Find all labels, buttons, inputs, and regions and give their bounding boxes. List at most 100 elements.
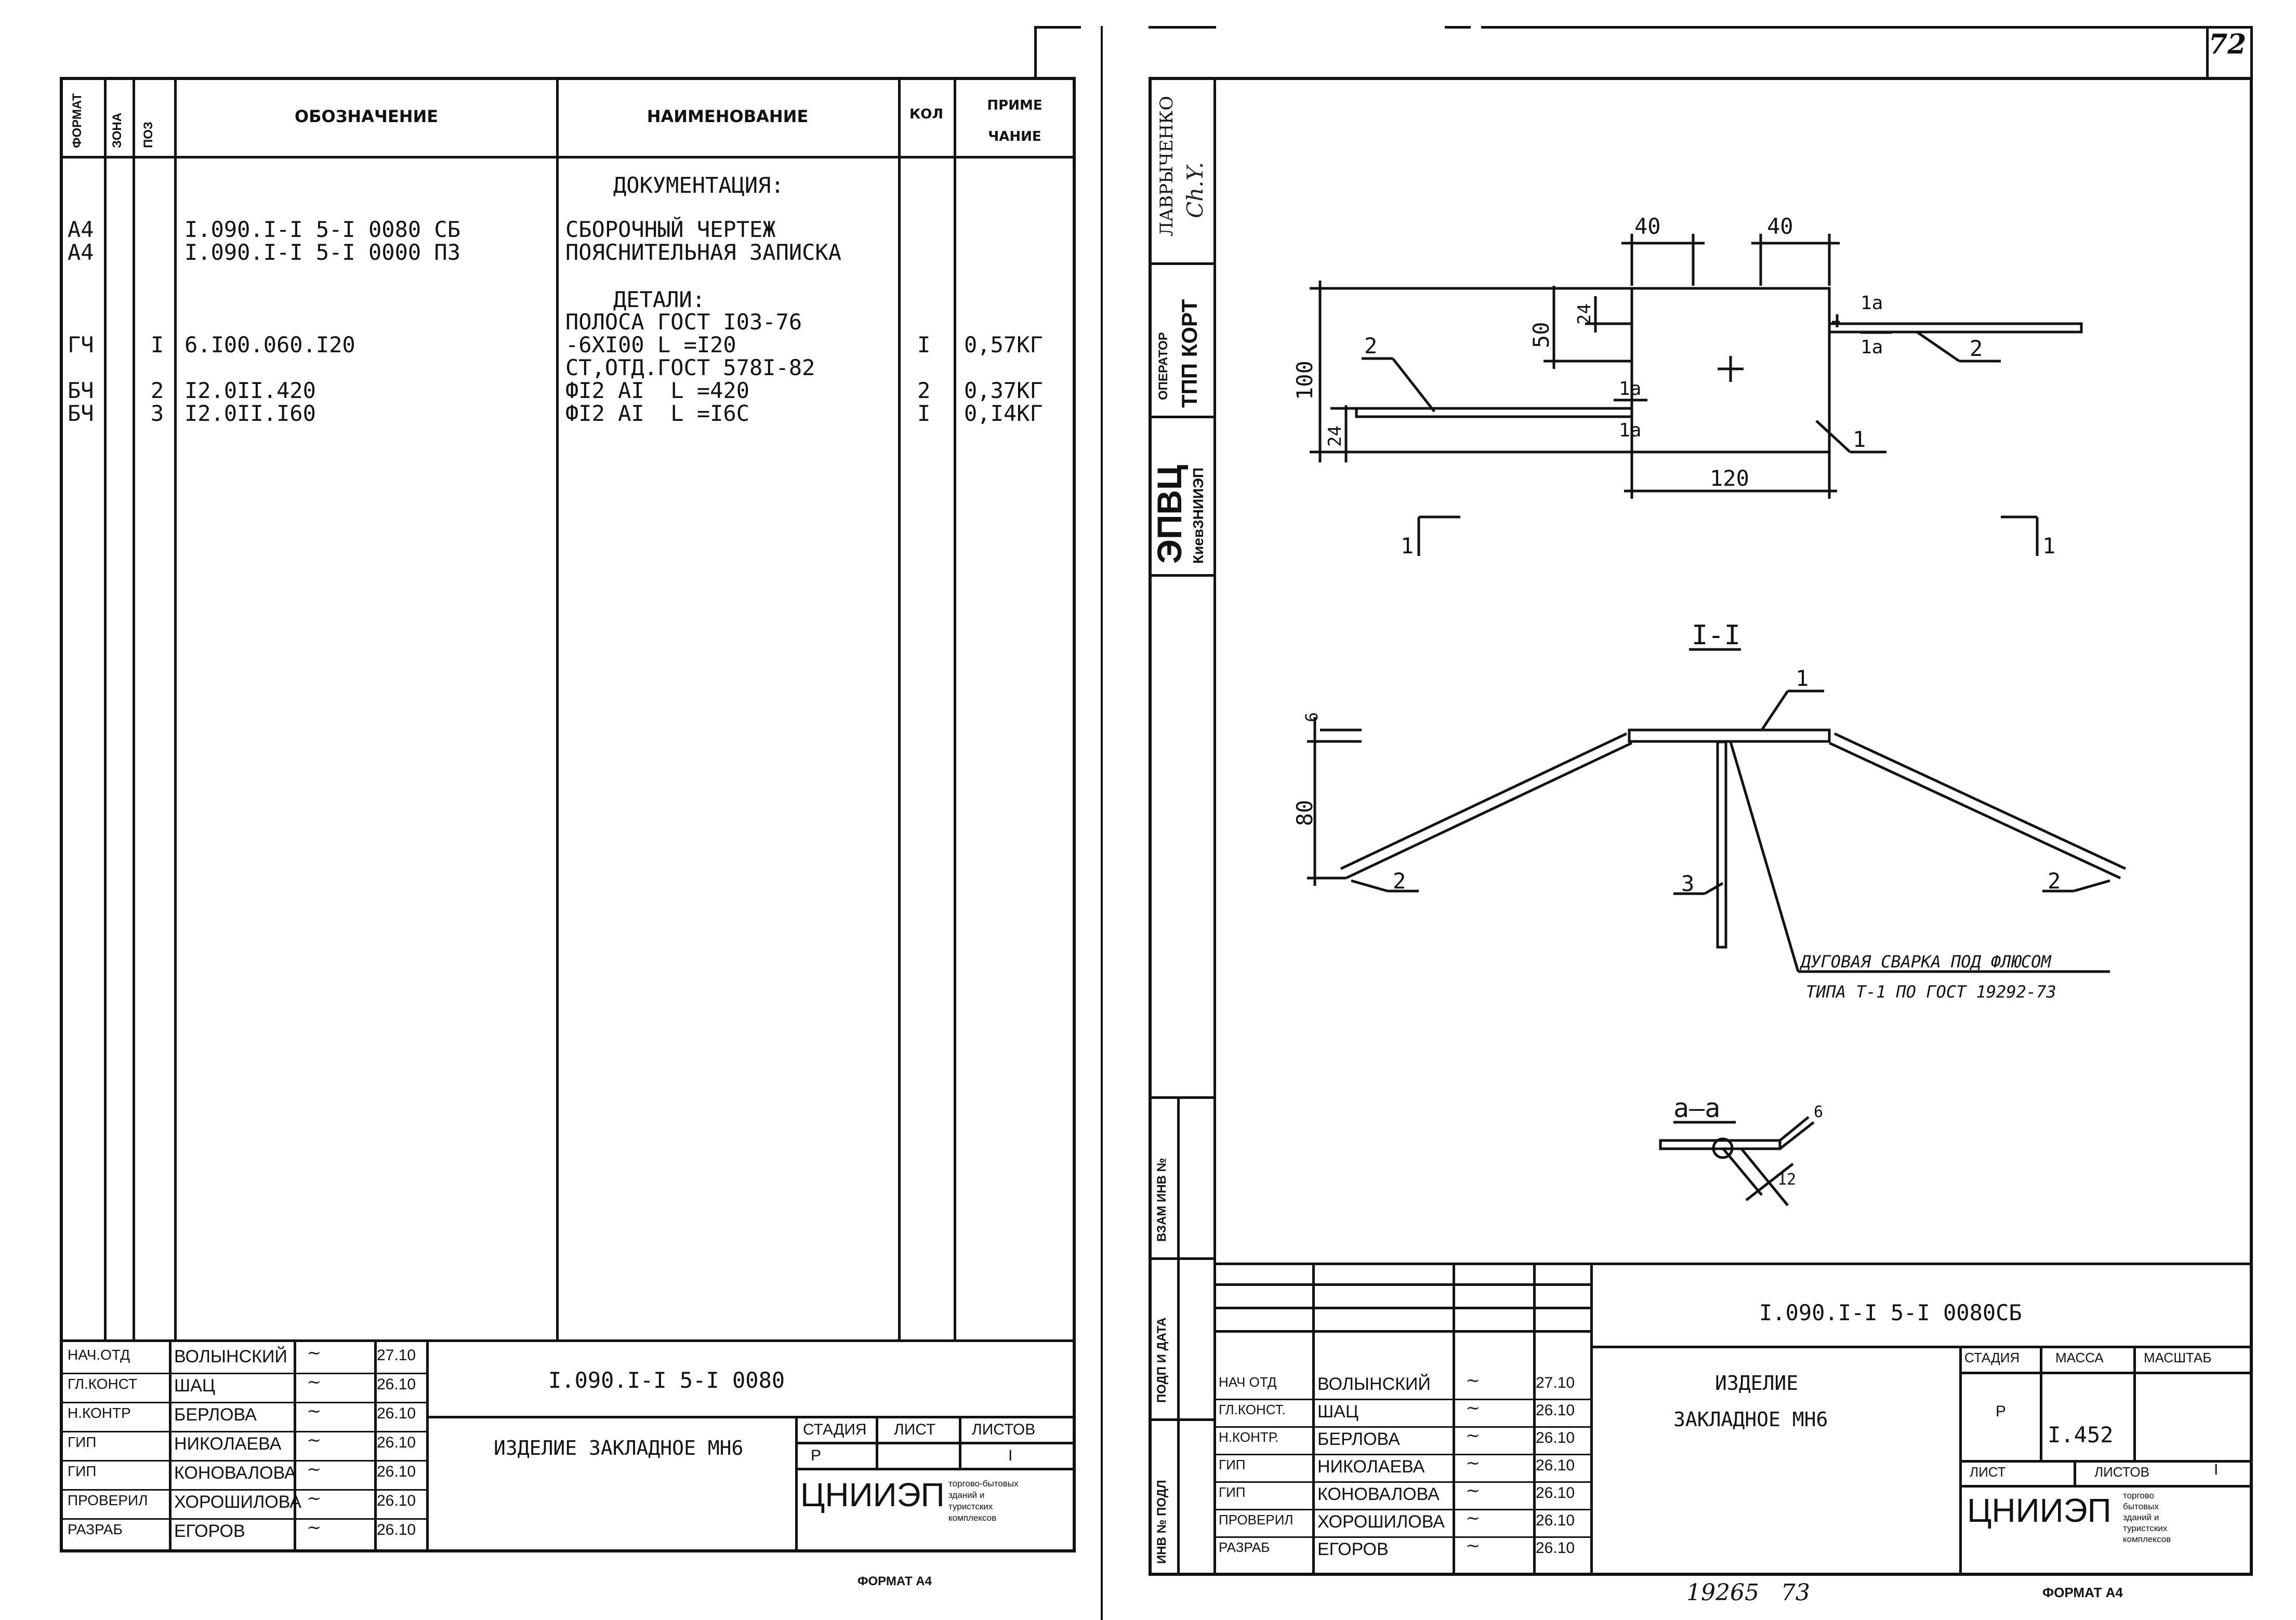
detail-title: а—а	[1673, 1093, 1720, 1123]
dim-6-section: 6	[1302, 712, 1322, 722]
stamp-signature: ~	[307, 1488, 322, 1509]
stamp-row	[1959, 1485, 2253, 1488]
row-designation: I2.0II.I60	[184, 401, 316, 426]
stamp-row-line	[1213, 1399, 1590, 1400]
stamp-row	[1959, 1460, 2253, 1463]
section-anchor	[1716, 740, 1727, 949]
stamp-col	[169, 1339, 171, 1552]
section-bar-left	[1345, 741, 1633, 880]
right-top-line	[1149, 26, 1216, 29]
stamp-col	[1533, 1263, 1536, 1576]
side-strip-row	[1149, 1257, 1213, 1260]
spec-col-line	[556, 77, 559, 1339]
vzam-inv-label: ВЗАМ ИНВ №	[1155, 1158, 1169, 1242]
stamp-row	[795, 1442, 1076, 1444]
stamp-row	[1590, 1346, 2253, 1348]
org-sub-line: комплексов	[2123, 1534, 2171, 1544]
stamp-col	[294, 1339, 296, 1552]
bar-right	[1828, 322, 2083, 334]
dim-40-left: 40	[1634, 214, 1661, 239]
header-zone: ЗОНА	[110, 112, 124, 148]
row-note: 0,57КГ	[964, 332, 1043, 357]
dim-12-detail: 12	[1777, 1171, 1796, 1189]
side-strip-row	[1149, 574, 1213, 577]
row-designation: I2.0II.420	[184, 378, 316, 403]
section-title: I-I	[1692, 620, 1740, 651]
spec-col-line	[954, 77, 956, 1339]
side-strip-row	[1149, 416, 1213, 418]
stamp-date: 26.10	[1536, 1512, 1575, 1529]
detail-bar	[1659, 1139, 1782, 1150]
cut-1a-right-bottom: 1а	[1860, 337, 1883, 358]
left-stamp-title: ИЗДЕЛИЕ ЗАКЛАДНОЕ МН6	[494, 1437, 744, 1459]
side-strip-col	[1177, 1096, 1180, 1576]
stamp-row-line	[60, 1489, 426, 1491]
org-sub-line: туристских	[948, 1502, 993, 1511]
right-sheet-frame	[1149, 77, 2253, 1576]
stamp-name: ЕГОРОВ	[174, 1521, 245, 1541]
left-sheets-value: I	[1008, 1447, 1013, 1464]
stamp-date: 26.10	[1536, 1457, 1575, 1474]
stamp-signature: ~	[307, 1459, 322, 1480]
stamp-date: 26.10	[377, 1463, 416, 1480]
right-org-sub: торгово бытовых зданий и туристских комп…	[2123, 1490, 2171, 1545]
stamp-signature: ~	[307, 1517, 322, 1538]
row-name: ФI2 АI L =I6С	[565, 401, 750, 426]
stamp-name: ВОЛЫНСКИЙ	[1317, 1374, 1431, 1394]
stamp-name: ВОЛЫНСКИЙ	[174, 1347, 287, 1366]
pos-2-label-right: 2	[1970, 336, 1983, 361]
section-mark-right: 1	[2042, 533, 2055, 559]
row-format: БЧ	[68, 401, 94, 426]
stamp-signature: ~	[307, 1343, 322, 1363]
stamp-signature: ~	[1466, 1480, 1481, 1501]
dim-6-detail: 6	[1814, 1103, 1823, 1121]
section-documentation: ДОКУМЕНТАЦИЯ:	[613, 172, 784, 198]
stamp-role: ПРОВЕРИЛ	[68, 1492, 148, 1508]
row-designation: 6.I00.060.I20	[184, 332, 355, 357]
left-spec-frame	[60, 77, 1076, 1552]
right-scale-label: МАСШТАБ	[2144, 1350, 2212, 1365]
right-stage-value: Р	[1996, 1403, 2007, 1420]
header-qty: КОЛ	[909, 107, 943, 122]
spec-col-line	[133, 77, 135, 1339]
row-qty: 2	[917, 378, 931, 403]
spec-header-line	[60, 156, 1076, 158]
org-sub-line: бытовых	[2123, 1502, 2159, 1511]
header-format: ФОРМАТ	[70, 93, 84, 148]
dim-40-right: 40	[1767, 214, 1793, 239]
stamp-signature: ~	[307, 1430, 322, 1451]
row-pos: I	[151, 332, 164, 357]
stamp-role: ГЛ.КОНСТ	[68, 1376, 138, 1392]
stamp-col	[876, 1416, 878, 1468]
pos-2-label-left: 2	[1364, 333, 1377, 358]
stamp-role: РАЗРАБ	[68, 1521, 123, 1537]
org-sub-line: зданий и	[2123, 1512, 2159, 1522]
right-stamp-title-1: ИЗДЕЛИЕ	[1715, 1372, 1799, 1395]
stamp-signature: ~	[307, 1401, 322, 1422]
stamp-row-line	[1213, 1454, 1590, 1455]
row-designation: I.090.I-I 5-I 0080 СБ	[184, 217, 461, 242]
stamp-date: 26.10	[377, 1376, 416, 1393]
stamp-signature: ~	[1466, 1508, 1481, 1529]
row-format: А4	[68, 240, 94, 265]
plate-rect	[1630, 287, 1831, 454]
header-pos: ПОЗ	[141, 122, 155, 148]
row-format: ГЧ	[68, 332, 94, 357]
left-sheet-label: ЛИСТ	[894, 1421, 936, 1438]
operator-label: ОПЕРАТОР	[1156, 332, 1170, 400]
pos-2-section-left: 2	[1393, 868, 1406, 894]
right-sheets-label: ЛИСТОВ	[2094, 1464, 2149, 1480]
stamp-col	[1590, 1263, 1593, 1576]
stamp-role: ГИП	[68, 1463, 97, 1479]
stamp-col	[1453, 1263, 1455, 1576]
stamp-date: 26.10	[377, 1405, 416, 1422]
stamp-name: ЕГОРОВ	[1317, 1539, 1389, 1559]
right-sheet-label: ЛИСТ	[1970, 1464, 2006, 1480]
stamp-row-line	[60, 1460, 426, 1462]
stamp-date: 26.10	[1536, 1429, 1575, 1446]
stamp-date: 26.10	[377, 1521, 416, 1538]
side-strip-row	[1149, 262, 1213, 265]
section-bar-right	[1828, 741, 2121, 880]
org-sub-line: торгово	[2123, 1491, 2155, 1501]
right-org: ЦНИИЭП	[1967, 1492, 2112, 1529]
